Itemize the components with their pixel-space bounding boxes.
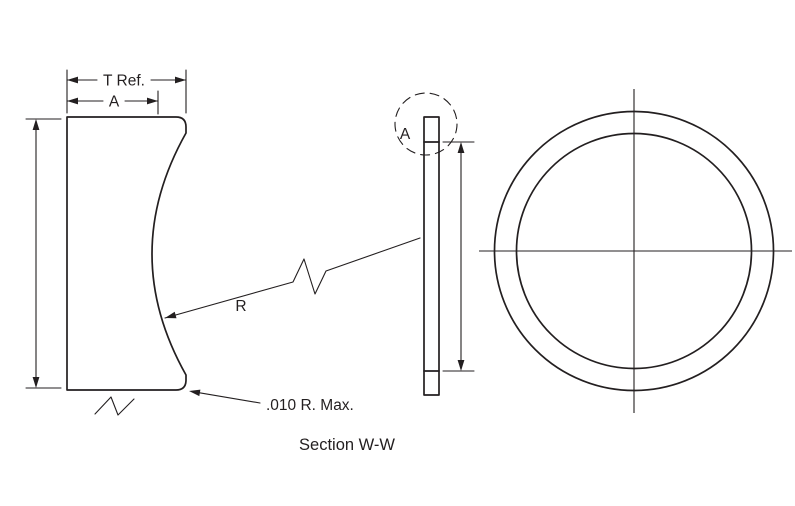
a-dimension: A: [66, 90, 159, 115]
height-dimension: [25, 118, 62, 389]
detail-circle: [394, 92, 458, 156]
arrow-down-icon: [32, 377, 40, 388]
arrow-left-icon: [67, 97, 78, 105]
corner-radius-leader: .010 R. Max.: [189, 389, 354, 414]
break-line: [94, 396, 135, 416]
a-dim-label: A: [109, 94, 120, 111]
arrowhead-icon: [189, 389, 201, 397]
detail-callout: A: [394, 92, 458, 156]
section-outline: [66, 116, 187, 391]
detail-a-label: A: [400, 126, 411, 143]
corner-leader-line: [192, 391, 261, 404]
t-ref-label: T Ref.: [103, 73, 145, 90]
arrow-down-icon: [457, 360, 465, 371]
radius-leader: R: [164, 237, 421, 319]
arrow-up-icon: [457, 142, 465, 153]
section-caption: Section W-W: [299, 436, 395, 454]
edge-view: A: [394, 92, 475, 396]
arrow-right-icon: [147, 97, 158, 105]
edge-view-outline: [423, 116, 440, 396]
arrow-left-icon: [67, 76, 78, 84]
inner-diameter-dimension: [442, 141, 475, 372]
arrow-up-icon: [32, 119, 40, 130]
arrowhead-icon: [165, 311, 177, 319]
section-view: T Ref. A R .010 R. Max.: [25, 69, 421, 454]
front-view: [479, 89, 792, 413]
t-ref-dimension: T Ref.: [66, 69, 187, 114]
radius-label: R: [235, 298, 246, 315]
radius-leader-line: [164, 237, 421, 319]
corner-radius-note: .010 R. Max.: [266, 397, 354, 414]
arrow-right-icon: [175, 76, 186, 84]
